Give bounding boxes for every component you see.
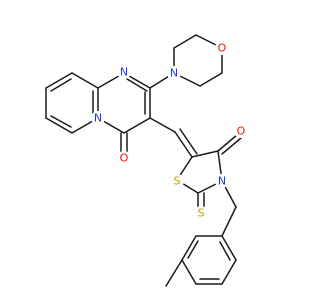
bond — [71, 72, 99, 89]
bond — [123, 117, 151, 134]
bond — [50, 78, 72, 92]
atom-n-bridgehead: N — [91, 111, 105, 125]
bond — [45, 72, 73, 89]
bond — [179, 128, 198, 155]
atom-s-thioxo: S — [194, 206, 208, 220]
atom-label-layer: N N N O O O S S — [91, 41, 248, 220]
bond-layer — [45, 34, 242, 287]
bond — [181, 259, 197, 285]
bond — [165, 259, 183, 287]
bond — [50, 115, 72, 128]
atom-label-n: N — [120, 66, 128, 79]
atom-label-o: O — [237, 125, 246, 138]
bond — [149, 117, 176, 133]
molecule-structure-diagram: N N N O O O S S — [45, 34, 248, 287]
bond — [219, 241, 231, 261]
bond — [126, 78, 148, 92]
bond — [191, 150, 219, 158]
bond — [187, 240, 199, 259]
atom-n-pyrimidine: N — [117, 65, 131, 79]
atom-label-s: S — [198, 207, 205, 220]
bond — [45, 117, 73, 134]
atom-n-morpholine: N — [167, 66, 181, 80]
atom-o-thiazolidinone: O — [234, 124, 248, 138]
atom-label-n: N — [170, 67, 178, 80]
atom-label-o: O — [218, 42, 227, 55]
atom-o-morpholine: O — [215, 41, 229, 55]
bond — [217, 134, 238, 152]
bond — [221, 235, 237, 261]
atom-n-thiazolidine: N — [215, 174, 229, 188]
atom-label-s: S — [174, 175, 181, 188]
bond — [181, 235, 197, 261]
atom-label-o: O — [120, 152, 129, 165]
atom-label-n: N — [94, 112, 102, 125]
structure-canvas: N N N O O O S S — [45, 34, 248, 287]
bond — [199, 72, 223, 87]
bond — [221, 137, 242, 155]
bond — [174, 131, 193, 158]
atom-label-n: N — [218, 175, 226, 188]
atom-s-ring: S — [170, 174, 184, 188]
bond — [221, 259, 237, 285]
bond — [173, 34, 197, 49]
bond — [221, 206, 237, 237]
atom-o-pyrimidinone: O — [117, 151, 131, 165]
